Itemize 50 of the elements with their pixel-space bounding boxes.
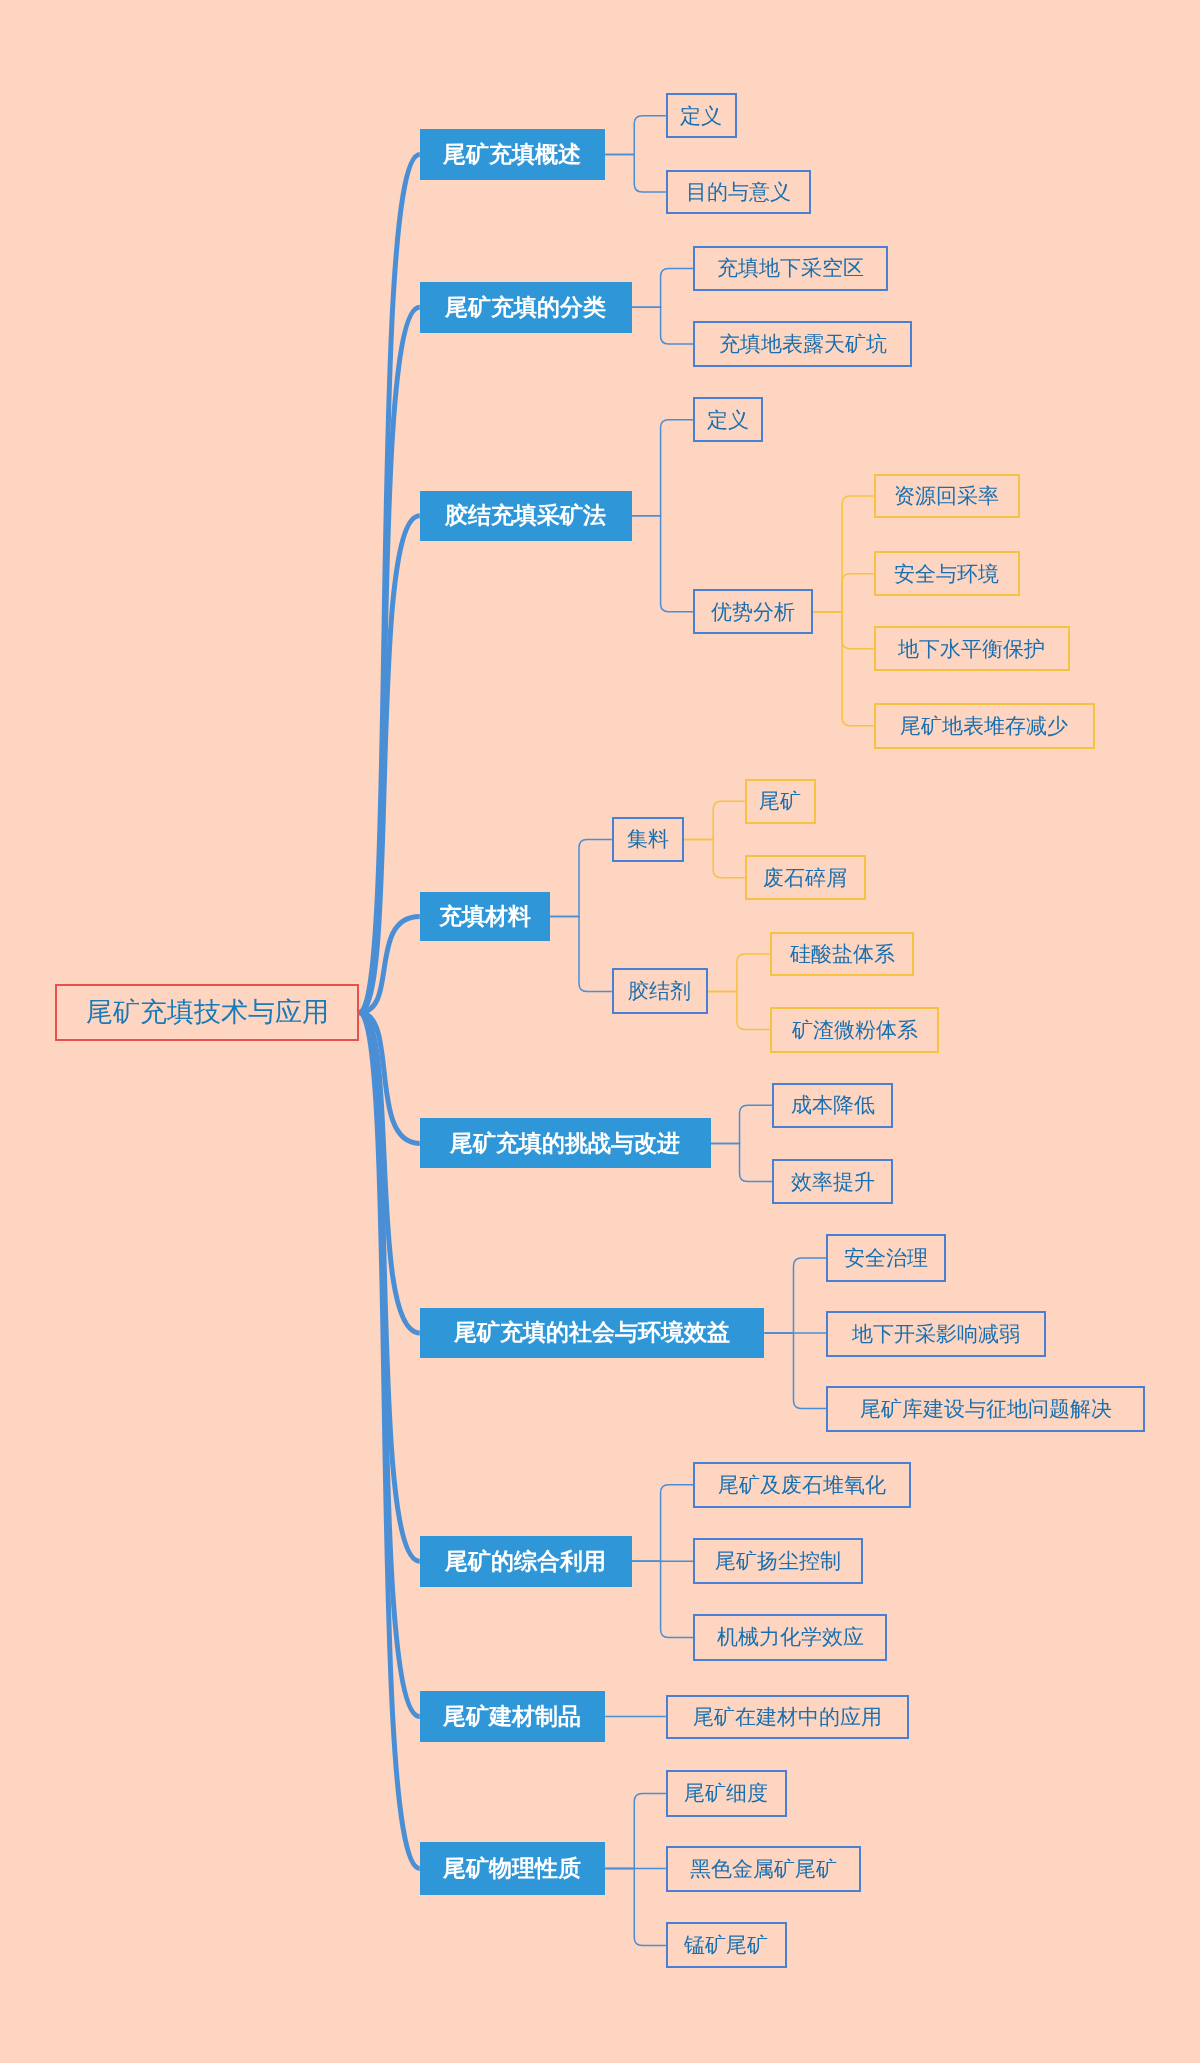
subtopic-box: 效率提升 bbox=[772, 1159, 894, 1204]
subtopic-box: 安全治理 bbox=[826, 1234, 947, 1282]
subtopic-box: 锰矿尾矿 bbox=[665, 1922, 787, 1969]
subtopic-box: 尾矿细度 bbox=[665, 1769, 787, 1818]
detail-box: 安全与环境 bbox=[873, 551, 1020, 597]
subtopic-box: 集料 bbox=[611, 817, 685, 862]
topic-box: 尾矿充填概述 bbox=[419, 128, 606, 181]
topic-box: 尾矿充填的挑战与改进 bbox=[419, 1118, 711, 1169]
connector-line bbox=[763, 1332, 828, 1410]
connector-line bbox=[630, 515, 695, 613]
detail-box: 硅酸盐体系 bbox=[769, 931, 915, 977]
topic-box: 尾矿充填的社会与环境效益 bbox=[419, 1307, 765, 1358]
topic-box: 尾矿建材制品 bbox=[419, 1690, 606, 1743]
connector-line bbox=[604, 153, 667, 193]
detail-box: 废石碎屑 bbox=[744, 855, 866, 900]
connector-line bbox=[812, 611, 875, 727]
connector-line bbox=[630, 1560, 695, 1639]
topic-box: 尾矿的综合利用 bbox=[419, 1535, 632, 1587]
subtopic-box: 尾矿在建材中的应用 bbox=[665, 1694, 910, 1740]
subtopic-box: 机械力化学效应 bbox=[693, 1614, 887, 1661]
topic-box: 胶结充填采矿法 bbox=[419, 490, 632, 541]
subtopic-box: 定义 bbox=[665, 93, 737, 139]
detail-box: 尾矿地表堆存减少 bbox=[873, 702, 1095, 749]
topic-box: 充填材料 bbox=[419, 892, 550, 941]
detail-box: 地下水平衡保护 bbox=[873, 626, 1070, 672]
subtopic-box: 定义 bbox=[693, 397, 764, 443]
subtopic-box: 黑色金属矿尾矿 bbox=[665, 1846, 861, 1893]
root-box: 尾矿充填技术与应用 bbox=[55, 984, 360, 1041]
subtopic-box: 目的与意义 bbox=[665, 169, 811, 215]
detail-box: 尾矿 bbox=[744, 778, 816, 824]
subtopic-box: 地下开采影响减弱 bbox=[826, 1310, 1047, 1357]
subtopic-box: 优势分析 bbox=[693, 589, 814, 635]
connector-line bbox=[604, 1715, 667, 1718]
topic-box: 尾矿物理性质 bbox=[419, 1842, 606, 1895]
subtopic-box: 尾矿扬尘控制 bbox=[693, 1538, 864, 1585]
connector-line bbox=[707, 990, 771, 1031]
subtopic-box: 尾矿库建设与征地问题解决 bbox=[826, 1385, 1145, 1432]
topic-box: 尾矿充填的分类 bbox=[419, 281, 632, 333]
subtopic-box: 胶结剂 bbox=[611, 968, 708, 1015]
connector-line bbox=[683, 838, 746, 879]
detail-box: 矿渣微粉体系 bbox=[769, 1006, 940, 1053]
connector-line bbox=[709, 1142, 774, 1183]
subtopic-box: 充填地下采空区 bbox=[693, 246, 889, 291]
subtopic-box: 充填地表露天矿坑 bbox=[693, 321, 912, 368]
connector-line bbox=[549, 915, 613, 993]
subtopic-box: 成本降低 bbox=[772, 1082, 894, 1128]
connector-line bbox=[630, 306, 695, 345]
detail-box: 资源回采率 bbox=[873, 473, 1020, 519]
subtopic-box: 尾矿及废石堆氧化 bbox=[693, 1461, 911, 1508]
connector-line bbox=[604, 1867, 667, 1947]
